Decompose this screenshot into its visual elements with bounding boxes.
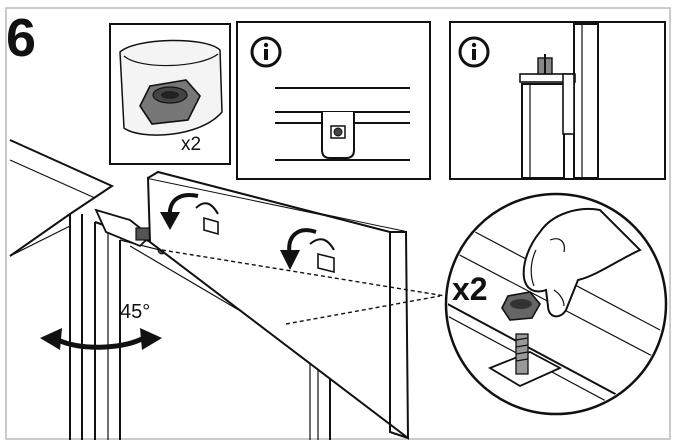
rotation-angle-label: 45° xyxy=(120,301,150,323)
alignment-line xyxy=(285,295,441,325)
alignment-line xyxy=(161,249,471,301)
info-icon xyxy=(250,36,282,68)
nut-bag-icon xyxy=(119,39,223,136)
cabinet xyxy=(9,139,115,440)
info-panel-right xyxy=(449,21,666,180)
flip-arrow xyxy=(280,228,317,270)
bracket-front-view xyxy=(321,112,355,159)
diagram-frame xyxy=(5,7,671,440)
callout-circle xyxy=(444,192,668,416)
flip-arrow xyxy=(160,193,199,230)
panel-bracket xyxy=(309,238,335,274)
panel-bracket xyxy=(195,202,219,236)
threaded-stud xyxy=(515,333,529,375)
hinge xyxy=(94,208,152,248)
hand xyxy=(522,208,642,318)
panel-side-view xyxy=(519,23,599,179)
nut-icon xyxy=(501,291,541,321)
curved-double-arrow-icon xyxy=(40,328,162,350)
callout-quantity: x2 xyxy=(452,271,488,307)
info-icon xyxy=(458,36,490,68)
parts-panel: x2 xyxy=(109,23,231,165)
parts-quantity: x2 xyxy=(181,134,201,155)
decor-panel xyxy=(146,170,410,441)
info-panel-left xyxy=(236,21,431,180)
step-number: 6 xyxy=(6,8,36,68)
